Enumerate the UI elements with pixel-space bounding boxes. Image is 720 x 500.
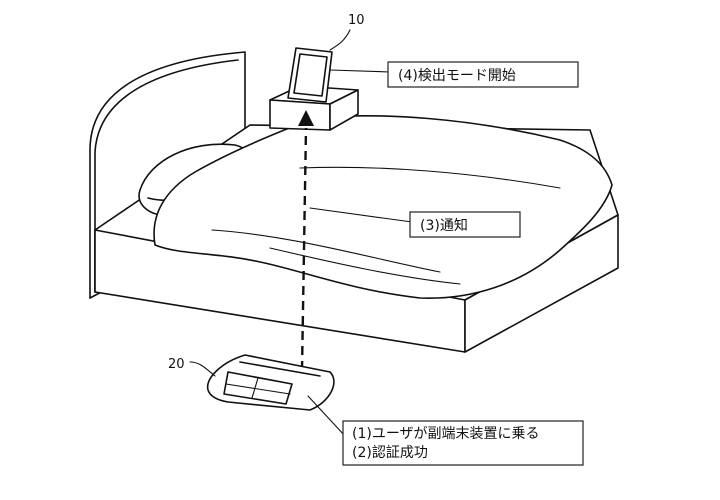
nightstand: [269, 85, 359, 131]
step4-box: (4)検出モード開始: [387, 61, 579, 88]
balance-board: [206, 354, 335, 411]
step3-label: (3)通知: [420, 217, 468, 234]
leader-lines: [189, 29, 413, 437]
step1-2-box: (1)ユーザが副端末装置に乗る (2)認証成功: [342, 420, 584, 466]
step1-label: (1)ユーザが副端末装置に乗る: [352, 426, 540, 442]
step3-box: (3)通知: [409, 211, 521, 238]
step2-label: (2)認証成功: [352, 445, 428, 461]
notification-arrow: [298, 110, 314, 371]
ref-scale-number: 20: [168, 357, 185, 372]
ref-tablet-number: 10: [348, 13, 365, 28]
step4-label: (4)検出モード開始: [398, 68, 516, 84]
tablet-device: [287, 47, 333, 103]
